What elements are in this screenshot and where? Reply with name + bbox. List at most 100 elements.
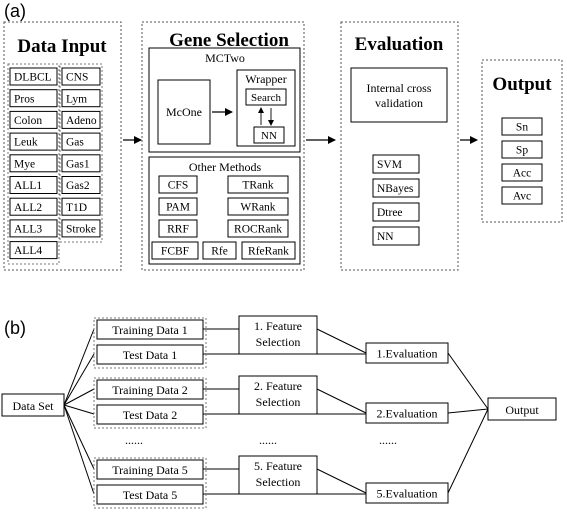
mcone-label: McOne — [166, 105, 202, 119]
test-data-box: Test Data 5 — [96, 484, 204, 505]
other-method-item-label: WRank — [240, 202, 275, 214]
feature-selection-line1: 2. Feature — [254, 379, 302, 393]
classifier-item: Dtree — [372, 202, 420, 222]
training-data-box-label: Training Data 5 — [112, 463, 188, 477]
classifier-item: NN — [372, 226, 420, 246]
search-label: Search — [251, 92, 281, 104]
panel-b-rows: Training Data 1 Test Data 1 1. FeatureSele… — [93, 315, 449, 509]
mctwo-title: MCTwo — [205, 51, 245, 65]
other-methods-box — [148, 156, 301, 265]
evaluation-title: Evaluation — [355, 34, 444, 55]
output-panel — [481, 59, 563, 223]
other-method-item: FCBF — [151, 241, 199, 260]
evaluation-box-label: 1.Evaluation — [377, 346, 438, 360]
other-method-item-label: Rfe — [211, 246, 228, 258]
panel-a-label: (a) — [4, 1, 26, 21]
other-method-item: RRF — [158, 219, 198, 238]
ellipsis-data: ...... — [125, 433, 143, 447]
data-input-item-label: Gas — [66, 137, 84, 149]
feature-to-evaluation-line — [316, 388, 367, 414]
output-item-label: Sn — [516, 122, 528, 134]
data-input-item-label: DLBCL — [14, 72, 52, 84]
internal-cv-line2: validation — [375, 96, 423, 110]
training-data-box-label: Training Data 2 — [112, 383, 188, 397]
training-data-box: Training Data 2 — [96, 379, 204, 400]
data-input-item-label: Gas1 — [66, 158, 90, 170]
gene-selection-panel — [141, 21, 305, 271]
evaluation-to-output-line — [447, 408, 489, 414]
fold-group — [93, 377, 207, 429]
test-data-box-label: Test Data 1 — [123, 348, 177, 362]
output-title: Output — [492, 74, 552, 95]
other-method-item: RfeRank — [241, 241, 296, 260]
other-method-item-label: FCBF — [161, 246, 189, 258]
training-data-box: Training Data 5 — [96, 459, 204, 480]
data-input-item: Pros — [9, 89, 58, 108]
evaluation-to-output-line — [447, 352, 489, 410]
data-input-item-label: Stroke — [66, 224, 96, 236]
dataset-to-training-line — [63, 388, 95, 406]
data-input-item: ALL2 — [9, 197, 58, 216]
data-input-item: CNS — [61, 67, 101, 86]
mcone-box — [157, 79, 211, 145]
other-method-item-label: PAM — [166, 202, 190, 214]
data-input-item: Leuk — [9, 132, 58, 151]
data-input-item-label: Gas2 — [66, 180, 90, 192]
other-method-item-label: ROCRank — [234, 224, 282, 236]
evaluation-box: 1.Evaluation — [365, 342, 449, 364]
other-method-item: CFS — [158, 175, 198, 194]
feature-to-evaluation-line — [316, 468, 367, 494]
panel-b-label: (b) — [4, 318, 26, 338]
output-item: Sn — [501, 117, 543, 136]
data-input-item: ALL4 — [9, 241, 58, 260]
data-input-item: Adeno — [61, 110, 101, 129]
data-input-item-label: Colon — [14, 115, 42, 127]
other-method-item: TRank — [227, 175, 289, 194]
data-input-item: Gas2 — [61, 176, 101, 194]
fold-row: Training Data 2 Test Data 2 2. FeatureSele… — [93, 375, 449, 429]
evaluation-panel — [340, 21, 459, 271]
data-input-title: Data Input — [17, 36, 107, 57]
output-item-label: Avc — [513, 191, 531, 203]
data-input-item: ALL3 — [9, 219, 58, 238]
feature-to-evaluation-line — [316, 328, 367, 354]
data-input-item-label: Adeno — [66, 115, 97, 127]
data-input-item: Mye — [9, 154, 58, 173]
data-input-item: Gas — [61, 132, 101, 151]
dataset-to-test-line — [63, 353, 95, 406]
dataset-to-training-line — [63, 404, 95, 470]
output-b-box — [487, 397, 557, 421]
other-methods-title: Other Methods — [189, 160, 262, 174]
dataset-to-test-line — [63, 404, 95, 495]
other-method-item: ROCRank — [227, 219, 289, 238]
nn-label: NN — [261, 130, 277, 142]
feature-selection-line2: Selection — [256, 475, 301, 489]
classifier-item: SVM — [372, 154, 420, 174]
test-data-box-label: Test Data 5 — [123, 488, 177, 502]
classifier-item-label: Dtree — [377, 207, 403, 219]
data-input-item-label: ALL3 — [14, 224, 42, 236]
data-set-label: Data Set — [13, 399, 55, 413]
evaluation-to-output-line — [447, 408, 489, 494]
data-input-item-label: Pros — [14, 93, 35, 105]
other-method-item-label: RRF — [167, 224, 189, 236]
fold-group — [93, 457, 207, 509]
data-input-item: T1D — [61, 197, 101, 216]
training-data-box: Training Data 1 — [96, 319, 204, 340]
data-input-panel — [3, 21, 122, 271]
classifier-item-label: SVM — [377, 159, 402, 171]
ellipsis-feature: ...... — [259, 433, 277, 447]
classifier-item: NBayes — [372, 178, 420, 198]
dataset-to-training-line — [63, 328, 95, 406]
classifier-item-label: NN — [377, 231, 394, 243]
test-data-box: Test Data 2 — [96, 404, 204, 425]
ellipsis-evaluation: ...... — [379, 433, 397, 447]
data-input-item: Colon — [9, 110, 58, 129]
